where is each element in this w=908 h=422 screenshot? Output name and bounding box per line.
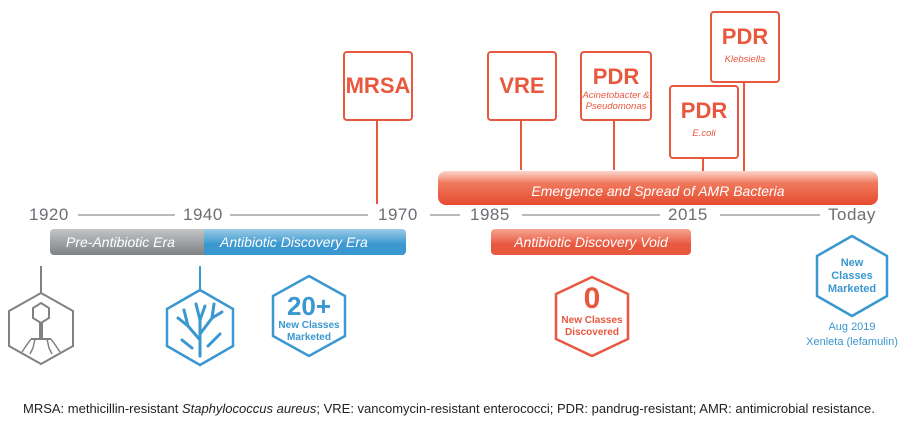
era-antibiotic-discovery: Antibiotic Discovery Era — [204, 229, 406, 255]
today-note: Aug 2019 Xenleta (lefamulin) — [792, 320, 908, 350]
pdr-ecoli-stem — [702, 157, 704, 171]
pdr-kleb-line1: Klebsiella — [724, 54, 766, 65]
today-hex-line2: Classes — [831, 270, 873, 282]
today-hex-line1: New — [840, 257, 864, 269]
era-discovery-void: Antibiotic Discovery Void — [491, 229, 691, 255]
pdr-acineto-box: PDR Acinetobacter & Pseudomonas — [580, 51, 652, 121]
classes-20-label: 20+ New Classes Marketed — [273, 292, 345, 344]
pdr-ecoli-title: PDR — [680, 98, 728, 123]
year-1920: 1920 — [29, 205, 69, 224]
year-2015: 2015 — [668, 205, 708, 224]
pdr-ecoli-line1: E.coli — [692, 128, 716, 139]
pdr-acineto-line1: Acinetobacter & — [582, 90, 650, 101]
pdr-acineto-stem — [613, 120, 615, 170]
caption-italic: Staphylococcus aureus — [181, 401, 317, 416]
footnote-caption: MRSA: methicillin-resistant Staphylococc… — [23, 401, 875, 416]
today-hex-label: New Classes Marketed — [817, 257, 887, 296]
classes-20-line1: New Classes — [278, 320, 340, 331]
classes-20-number: 20+ — [286, 291, 332, 321]
caption-part1: MRSA: methicillin-resistant — [23, 401, 182, 416]
pdr-ecoli-box: PDR E.coli — [669, 85, 739, 159]
today-note-drug: Xenleta (lefamulin) — [806, 336, 898, 348]
classes-0-number: 0 — [583, 282, 601, 315]
bacteriophage-icon — [8, 291, 74, 366]
today-hex-line3: Marketed — [827, 283, 877, 295]
classes-0-label: 0 New Classes Discovered — [556, 283, 628, 339]
classes-0-line1: New Classes — [561, 315, 623, 326]
amr-emergence-label: Emergence and Spread of AMR Bacteria — [531, 183, 785, 199]
pdr-acineto-title: PDR — [592, 64, 640, 89]
classes-0-line2: Discovered — [565, 327, 619, 338]
today-note-date: Aug 2019 — [828, 321, 876, 333]
vre-title: VRE — [499, 73, 545, 98]
era-discovery-void-label: Antibiotic Discovery Void — [514, 234, 668, 250]
fungus-mold-icon — [165, 288, 235, 367]
mrsa-title: MRSA — [345, 73, 411, 98]
classes-0-hexagon — [554, 275, 630, 358]
era-pre-antibiotic: Pre-Antibiotic Era — [50, 229, 204, 255]
year-1985: 1985 — [470, 205, 510, 224]
caption-part2: ; VRE: vancomycin-resistant enterococci;… — [316, 401, 875, 416]
classes-20-line2: Marketed — [287, 332, 331, 343]
vre-box: VRE — [487, 51, 557, 121]
year-1940: 1940 — [183, 205, 223, 224]
pdr-acineto-line2: Pseudomonas — [585, 101, 647, 112]
mrsa-box: MRSA — [343, 51, 413, 121]
today-hexagon — [815, 234, 889, 318]
pdr-kleb-title: PDR — [721, 24, 769, 49]
amr-emergence-band: Emergence and Spread of AMR Bacteria — [438, 171, 878, 205]
year-today: Today — [828, 205, 876, 224]
mrsa-stem — [376, 120, 378, 204]
classes-20-hexagon — [271, 274, 347, 358]
era-pre-antibiotic-label: Pre-Antibiotic Era — [66, 234, 175, 250]
vre-stem — [520, 120, 522, 170]
pdr-kleb-box: PDR Klebsiella — [710, 11, 780, 83]
year-1970: 1970 — [378, 205, 418, 224]
era-antibiotic-discovery-label: Antibiotic Discovery Era — [220, 234, 368, 250]
pdr-kleb-stem — [743, 82, 745, 171]
